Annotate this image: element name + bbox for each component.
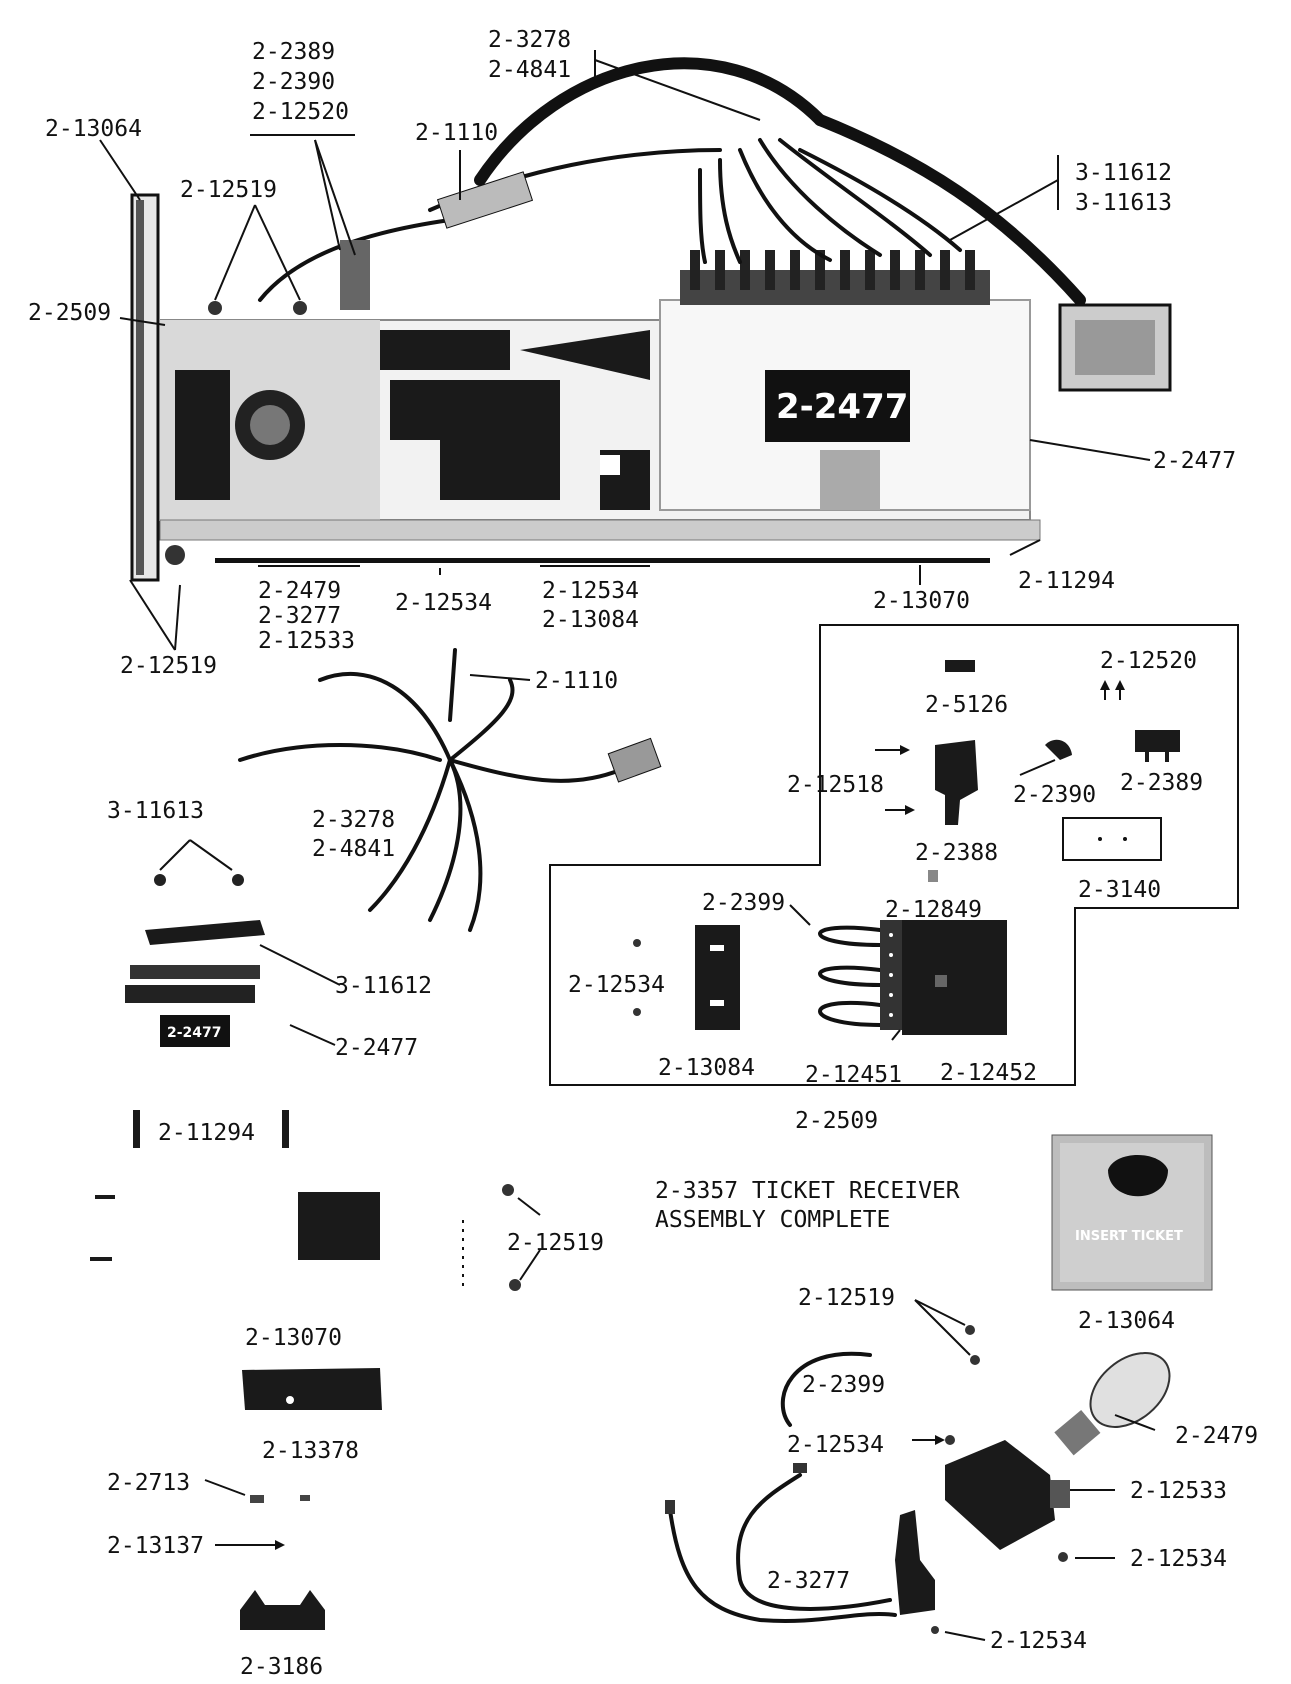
- label-2-2479-a: 2-2479: [258, 578, 341, 604]
- label-3-11612-mid: 3-11612: [335, 973, 432, 999]
- label-3-11613-mid: 3-11613: [107, 798, 204, 824]
- label-2-2509-left: 2-2509: [28, 300, 111, 326]
- label-2-12534-box: 2-12534: [568, 972, 665, 998]
- label-2-2713: 2-2713: [107, 1470, 190, 1496]
- label-2-12534-bot3: 2-12534: [990, 1628, 1087, 1654]
- assembly-title-line1: 2-3357 TICKET RECEIVER: [655, 1178, 960, 1204]
- label-2-1110-mid: 2-1110: [535, 668, 618, 694]
- label-2-12519-mid: 2-12519: [507, 1230, 604, 1256]
- label-2-2509-box: 2-2509: [795, 1108, 878, 1134]
- base-rail: [159, 519, 1041, 541]
- label-2-2389: 2-2389: [252, 39, 335, 65]
- label-2-3278-top: 2-3278: [488, 27, 571, 53]
- base-plate: [90, 1184, 541, 1291]
- callout-labels: 2-13064 2-2389 2-2390 2-12520 2-3278 2-4…: [28, 27, 1258, 1680]
- label-2-2477-right: 2-2477: [1153, 448, 1236, 474]
- name-plate-text: 2-2477: [776, 387, 908, 427]
- label-2-12534-bot1: 2-12534: [787, 1432, 884, 1458]
- label-2-2399-bot: 2-2399: [802, 1372, 885, 1398]
- label-2-12533-bot: 2-12533: [1130, 1478, 1227, 1504]
- label-2-12849: 2-12849: [885, 897, 982, 923]
- small-hardware: [204, 1479, 325, 1630]
- label-2-3186: 2-3186: [240, 1654, 323, 1680]
- lamp-and-socket-parts: [665, 1299, 1171, 1641]
- label-2-2479-bot: 2-2479: [1175, 1423, 1258, 1449]
- label-2-12520-top: 2-12520: [252, 99, 349, 125]
- label-2-2390-box: 2-2390: [1013, 782, 1096, 808]
- label-2-13378: 2-13378: [262, 1438, 359, 1464]
- mounting-plate: [242, 1368, 382, 1410]
- label-2-12533-a: 2-12533: [258, 628, 355, 654]
- label-2-12534-bot2: 2-12534: [1130, 1546, 1227, 1572]
- label-2-12518: 2-12518: [787, 772, 884, 798]
- insert-ticket-plate: INSERT TICKET: [1051, 1134, 1213, 1291]
- small-plate-text: 2-2477: [167, 1025, 222, 1041]
- assembly-title-line2: ASSEMBLY COMPLETE: [655, 1207, 890, 1233]
- label-2-12519-top: 2-12519: [180, 177, 277, 203]
- main-assembly-illustration: 2-2477: [130, 57, 1172, 582]
- label-2-3277-a: 2-3277: [258, 603, 341, 629]
- label-2-11294-mid: 2-11294: [158, 1120, 255, 1146]
- label-2-12519-left: 2-12519: [120, 653, 217, 679]
- label-2-5126: 2-5126: [925, 692, 1008, 718]
- wire-harness-loose: [238, 648, 662, 932]
- label-2-2399-box: 2-2399: [702, 890, 785, 916]
- long-screws: [133, 1110, 289, 1148]
- label-2-12452: 2-12452: [940, 1060, 1037, 1086]
- top-callout-lines: [99, 50, 1151, 651]
- label-2-13137: 2-13137: [107, 1533, 204, 1559]
- label-2-12534-a: 2-12534: [395, 590, 492, 616]
- label-3-11613-top: 3-11613: [1075, 190, 1172, 216]
- label-2-2389-box: 2-2389: [1120, 770, 1203, 796]
- label-2-13084-box: 2-13084: [658, 1055, 755, 1081]
- label-2-1110-top: 2-1110: [415, 120, 498, 146]
- label-2-12534-b: 2-12534: [542, 578, 639, 604]
- label-2-2388: 2-2388: [915, 840, 998, 866]
- label-2-12519-bot: 2-12519: [798, 1285, 895, 1311]
- insert-ticket-text: INSERT TICKET: [1075, 1229, 1183, 1244]
- name-plate: [765, 370, 910, 442]
- label-2-13064-bot: 2-13064: [1078, 1308, 1175, 1334]
- label-3-11612-top: 3-11612: [1075, 160, 1172, 186]
- label-2-12451: 2-12451: [805, 1062, 902, 1088]
- label-2-2477-mid: 2-2477: [335, 1035, 418, 1061]
- label-2-13064-top: 2-13064: [45, 116, 142, 142]
- label-2-3277-bot: 2-3277: [767, 1568, 850, 1594]
- lamp-socket: [945, 1440, 1055, 1550]
- label-2-13084-a: 2-13084: [542, 607, 639, 633]
- label-2-2390: 2-2390: [252, 69, 335, 95]
- label-2-12520-box: 2-12520: [1100, 648, 1197, 674]
- label-2-13070-a: 2-13070: [873, 588, 970, 614]
- label-2-3278-mid: 2-3278: [312, 807, 395, 833]
- label-2-13070-mid: 2-13070: [245, 1325, 342, 1351]
- label-2-11294-right: 2-11294: [1018, 568, 1115, 594]
- label-2-4841-top: 2-4841: [488, 57, 571, 83]
- label-2-4841-mid: 2-4841: [312, 836, 395, 862]
- terminal-cover-parts: 2-2477: [125, 839, 341, 1047]
- lamp-bulb: [1089, 1352, 1171, 1428]
- front-bezel-plate: [130, 193, 160, 582]
- label-2-3140: 2-3140: [1078, 877, 1161, 903]
- lamp-socket-parts-box: [549, 624, 1239, 1086]
